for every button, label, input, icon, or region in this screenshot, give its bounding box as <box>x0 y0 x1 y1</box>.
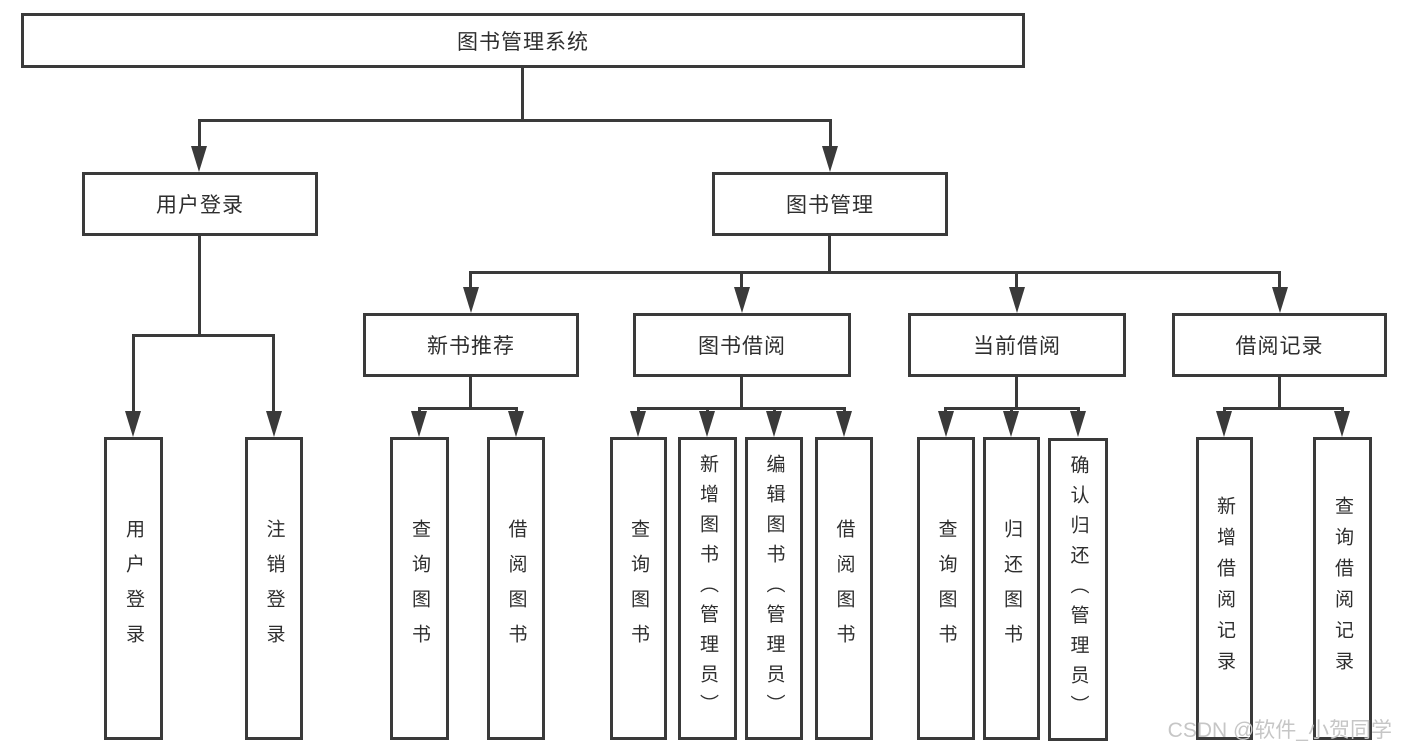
leaf-add-borrow-record: 新增借阅记录 <box>1196 437 1253 740</box>
line <box>1015 377 1018 409</box>
line <box>272 334 275 413</box>
arrowhead <box>734 287 750 313</box>
arrowhead <box>1070 411 1086 437</box>
leaf-query-books-current: 查询图书 <box>917 437 975 740</box>
node-user-login: 用户登录 <box>82 172 318 236</box>
arrowhead <box>1272 287 1288 313</box>
leaf-label: 新增借阅记录 <box>1214 495 1235 682</box>
arrowhead <box>1003 411 1019 437</box>
line <box>1278 271 1281 290</box>
arrowhead <box>1216 411 1232 437</box>
node-label: 图书借阅 <box>698 335 786 358</box>
arrowhead <box>463 287 479 313</box>
leaf-query-borrow-record: 查询借阅记录 <box>1313 437 1372 740</box>
line <box>198 119 832 122</box>
leaf-label: 新增图书（管理员） <box>697 453 718 724</box>
line <box>469 271 472 290</box>
node-label: 用户登录 <box>156 194 244 217</box>
node-borrow-records: 借阅记录 <box>1172 313 1387 377</box>
arrowhead <box>411 411 427 437</box>
line <box>1278 377 1281 409</box>
line <box>418 407 518 410</box>
leaf-logout: 注销登录 <box>245 437 303 740</box>
node-book-borrow: 图书借阅 <box>633 313 851 377</box>
leaf-confirm-return-admin: 确认归还（管理员） <box>1048 438 1108 741</box>
line <box>829 119 832 149</box>
line <box>740 377 743 409</box>
leaf-query-books-recommend: 查询图书 <box>390 437 449 740</box>
node-label: 图书管理系统 <box>457 30 589 54</box>
node-current-borrow: 当前借阅 <box>908 313 1126 377</box>
node-library-management-system: 图书管理系统 <box>21 13 1025 68</box>
line <box>132 334 135 413</box>
leaf-label: 编辑图书（管理员） <box>763 453 785 724</box>
line <box>469 271 1281 274</box>
leaf-edit-book-admin: 编辑图书（管理员） <box>745 437 803 740</box>
leaf-add-book-admin: 新增图书（管理员） <box>678 437 737 740</box>
arrowhead <box>630 411 646 437</box>
arrowhead <box>1334 411 1350 437</box>
arrowhead <box>266 411 282 437</box>
leaf-return-books: 归还图书 <box>983 437 1040 740</box>
leaf-label: 查询图书 <box>628 518 649 659</box>
line <box>521 68 524 120</box>
leaf-query-books-borrow: 查询图书 <box>610 437 667 740</box>
arrowhead <box>1009 287 1025 313</box>
line <box>637 407 846 410</box>
leaf-label: 用户登录 <box>123 518 144 659</box>
arrowhead <box>938 411 954 437</box>
node-label: 借阅记录 <box>1235 335 1324 358</box>
arrowhead <box>766 411 782 437</box>
leaf-user-login: 用户登录 <box>104 437 163 740</box>
arrowhead <box>699 411 715 437</box>
line <box>132 334 275 337</box>
leaf-borrow-books: 借阅图书 <box>815 437 873 740</box>
line <box>1223 407 1344 410</box>
leaf-label: 注销登录 <box>263 518 285 659</box>
arrowhead <box>822 146 838 172</box>
leaf-label: 查询图书 <box>935 518 957 659</box>
leaf-label: 归还图书 <box>1001 518 1022 659</box>
node-new-book-recommend: 新书推荐 <box>363 313 579 377</box>
node-label: 图书管理 <box>786 194 874 217</box>
line <box>198 236 201 335</box>
arrowhead <box>836 411 852 437</box>
line <box>1015 271 1018 290</box>
csdn-watermark: CSDN @软件_小贺同学 <box>1167 719 1392 742</box>
leaf-label: 查询借阅记录 <box>1332 495 1353 682</box>
line <box>469 377 472 409</box>
arrowhead <box>508 411 524 437</box>
arrowhead <box>125 411 141 437</box>
leaf-label: 借阅图书 <box>505 518 527 659</box>
leaf-label: 确认归还（管理员） <box>1067 454 1089 725</box>
node-label: 当前借阅 <box>973 335 1061 358</box>
node-label: 新书推荐 <box>427 335 515 358</box>
line <box>198 119 201 149</box>
node-book-management: 图书管理 <box>712 172 948 236</box>
leaf-label: 查询图书 <box>409 518 430 659</box>
line <box>828 236 831 274</box>
arrowhead <box>191 146 207 172</box>
line <box>740 271 743 290</box>
leaf-label: 借阅图书 <box>833 518 855 659</box>
leaf-borrow-books-recommend: 借阅图书 <box>487 437 545 740</box>
